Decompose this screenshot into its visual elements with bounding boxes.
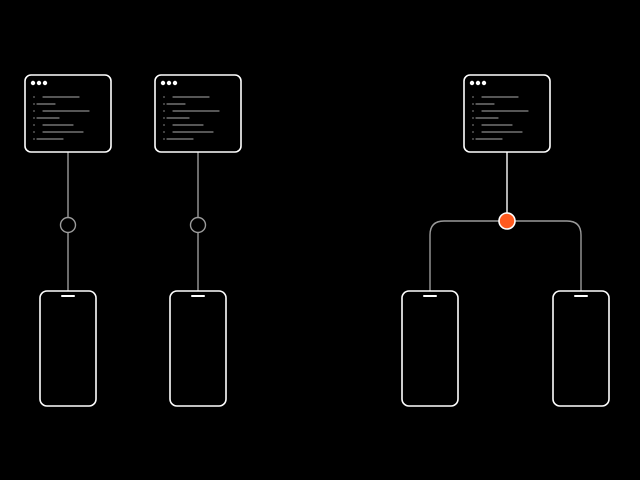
code-bullet: [472, 117, 474, 119]
window-frame: [463, 74, 551, 153]
code-bullet: [472, 110, 474, 112]
window-control-dot: [172, 80, 178, 86]
code-bullet: [163, 103, 165, 105]
code-window-icon: [24, 74, 112, 153]
window-control-dot: [30, 80, 36, 86]
window-control-dot: [160, 80, 166, 86]
code-window-icon: [154, 74, 242, 153]
junction-node-icon: [498, 212, 516, 230]
group-one-to-many: [401, 74, 610, 407]
code-bullet: [33, 124, 35, 126]
code-bullet: [163, 110, 165, 112]
phone-frame: [552, 290, 610, 407]
code-bullet: [33, 96, 35, 98]
window-control-dot: [469, 80, 475, 86]
code-window-icon: [463, 74, 551, 153]
code-bullet: [33, 117, 35, 119]
code-bullet: [163, 124, 165, 126]
window-control-dot: [481, 80, 487, 86]
window-frame: [24, 74, 112, 153]
window-frame: [154, 74, 242, 153]
window-control-dot: [42, 80, 48, 86]
phone-icon: [39, 290, 97, 407]
code-bullet: [163, 138, 165, 140]
code-bullet: [33, 131, 35, 133]
phone-icon: [401, 290, 459, 407]
code-bullet: [472, 131, 474, 133]
branch-connector-right: [515, 220, 582, 291]
code-bullet: [163, 117, 165, 119]
phone-frame: [39, 290, 97, 407]
phone-frame: [401, 290, 459, 407]
code-bullet: [33, 103, 35, 105]
window-control-dot: [166, 80, 172, 86]
phone-icon: [552, 290, 610, 407]
window-control-dot: [36, 80, 42, 86]
group-one-to-one-2: [154, 74, 242, 407]
code-bullet: [472, 138, 474, 140]
code-bullet: [33, 110, 35, 112]
window-control-dot: [475, 80, 481, 86]
branch-connector-left: [429, 220, 499, 291]
junction-node-icon: [189, 216, 207, 234]
code-bullet: [472, 124, 474, 126]
group-one-to-one-1: [24, 74, 112, 407]
code-bullet: [472, 103, 474, 105]
phone-frame: [169, 290, 227, 407]
code-bullet: [472, 96, 474, 98]
phone-icon: [169, 290, 227, 407]
code-bullet: [163, 96, 165, 98]
code-bullet: [33, 138, 35, 140]
junction-node-icon: [59, 216, 77, 234]
code-bullet: [163, 131, 165, 133]
